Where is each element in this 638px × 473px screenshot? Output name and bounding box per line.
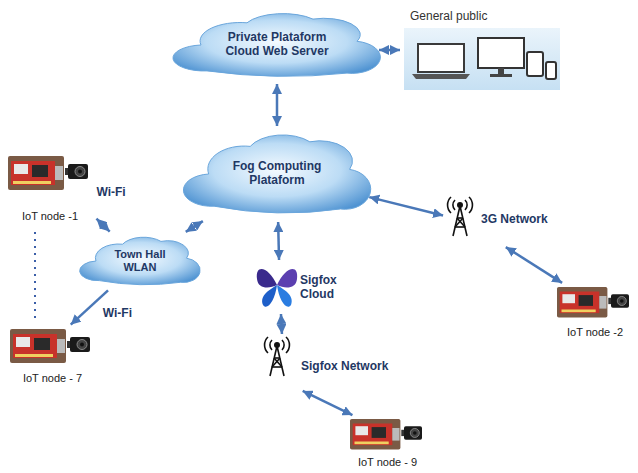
cloud-shape <box>173 14 380 77</box>
link-label: Wi-Fi <box>101 307 134 321</box>
cloud-shape <box>183 135 370 213</box>
node-label: General public <box>410 10 580 24</box>
iot-node: IoT node - 7 <box>5 326 100 386</box>
monitor-screen <box>478 38 524 68</box>
network-tower: 3G Network <box>445 196 610 246</box>
node-caption: IoT node - 9 <box>358 456 417 469</box>
cloud-network: Town Hall WLAN <box>82 233 198 289</box>
iot-device-photo <box>10 329 90 363</box>
logo-wing <box>257 269 277 288</box>
iot-device-photo <box>350 419 422 450</box>
monitor-base <box>490 74 512 77</box>
link-arrow <box>379 49 400 52</box>
laptop-base <box>412 74 470 79</box>
logo-wing <box>262 285 277 307</box>
node-label: Sigfox Cloud <box>300 274 352 302</box>
public-devices <box>404 28 560 90</box>
dotted-continuation <box>34 232 36 322</box>
node-caption: IoT node -2 <box>567 326 623 339</box>
link-arrow <box>186 221 203 232</box>
link-arrow <box>506 247 562 283</box>
iot-node: IoT node - 9 <box>340 416 435 470</box>
public-panel-ground <box>404 28 560 90</box>
link-arrow <box>280 314 283 334</box>
link-label: Wi-Fi <box>94 186 127 200</box>
logo-wing <box>277 269 297 288</box>
link-arrow <box>96 219 109 232</box>
tablet-icon <box>527 52 543 76</box>
iot-device-photo <box>8 156 88 190</box>
cloud-shape <box>80 237 200 284</box>
node-label: Private Plataform Cloud Web Server <box>215 31 339 59</box>
link-arrow <box>276 84 279 126</box>
network-tower: Sigfox Network <box>255 336 450 390</box>
antenna-tower <box>265 337 290 376</box>
node-label: 3G Network <box>481 213 638 227</box>
cloud-platform: Fog Computing Plataform <box>187 128 368 220</box>
node-label: Sigfox Network <box>301 360 496 374</box>
iot-node: IoT node -1 <box>5 152 95 224</box>
antenna-tower <box>448 197 473 236</box>
node-caption: IoT node -1 <box>22 210 78 223</box>
monitor-stand <box>498 68 504 74</box>
laptop-screen <box>418 44 464 72</box>
node-caption: IoT node - 7 <box>23 372 82 385</box>
public-panel: General public <box>402 8 572 90</box>
iot-device-photo <box>557 287 629 318</box>
node-label: Fog Computing Plataform <box>221 160 333 188</box>
link-arrow <box>303 391 353 415</box>
link-arrow <box>277 222 280 260</box>
node-label: Town Hall WLAN <box>104 248 176 273</box>
sigfox-logo <box>257 269 297 307</box>
iot-node: IoT node -2 <box>555 284 635 340</box>
link-arrow <box>369 197 443 215</box>
phone-icon <box>546 62 556 79</box>
cloud-platform: Private Plataform Cloud Web Server <box>177 8 377 82</box>
logo-wing <box>277 285 292 307</box>
sigfox-cloud: Sigfox Cloud <box>250 262 356 312</box>
